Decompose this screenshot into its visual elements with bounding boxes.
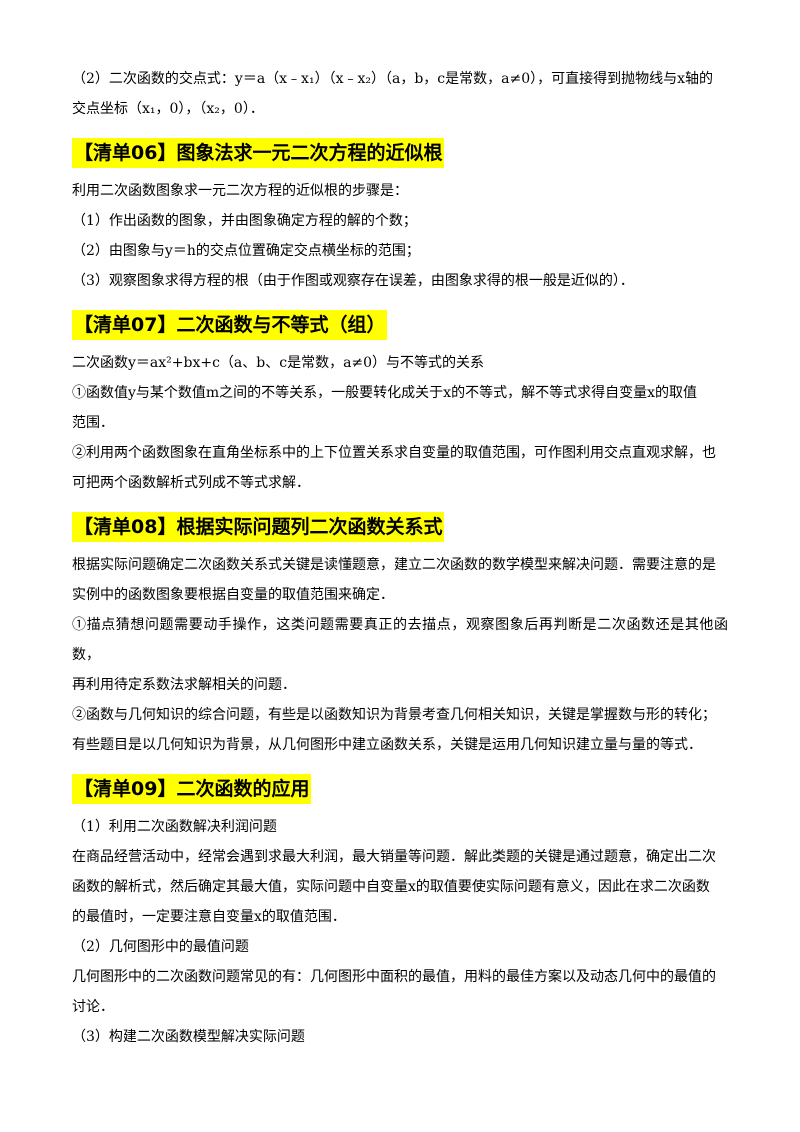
section-09: 【清单09】二次函数的应用 （1）利用二次函数解决利润问题 在商品经营活动中，经… bbox=[72, 760, 728, 1052]
section-06-line-1: 利用二次函数图象求一元二次方程的近似根的步骤是： bbox=[72, 183, 408, 199]
section-09-line-5: （2）几何图形中的最值问题 bbox=[72, 939, 249, 955]
section-07-line-2: ①函数值y与某个数值m之间的不等关系，一般要转化成关于x的不等式，解不等式求得自… bbox=[72, 385, 697, 401]
section-06-line-3: （2）由图象与y＝h的交点位置确定交点横坐标的范围； bbox=[72, 243, 420, 259]
section-09-line-7: 讨论． bbox=[72, 999, 114, 1015]
section-06-heading: 【清单06】图象法求一元二次方程的近似根 bbox=[72, 138, 445, 168]
section-09-line-6: 几何图形中的二次函数问题常见的有：几何图形中面积的最值，用料的最佳方案以及动态几… bbox=[72, 969, 716, 985]
section-07: 【清单07】二次函数与不等式（组） 二次函数y＝ax²+bx+c（a、b、c是常… bbox=[72, 296, 728, 498]
intersect-form-line-2: 交点坐标（x₁，0），（x₂，0）． bbox=[72, 101, 264, 117]
section-08-line-2: 实例中的函数图象要根据自变量的取值范围来确定． bbox=[72, 587, 394, 603]
section-09-heading: 【清单09】二次函数的应用 bbox=[72, 774, 312, 804]
section-07-line-5: 可把两个函数解析式列成不等式求解． bbox=[72, 475, 310, 491]
section-06-line-2: （1）作出函数的图象，并由图象确定方程的解的个数； bbox=[72, 213, 417, 229]
intersect-form-line-1: （2）二次函数的交点式：y＝a（x﹣x₁）（x﹣x₂）（a，b，c是常数，a≠0… bbox=[72, 71, 713, 87]
section-08-line-1: 根据实际问题确定二次函数关系式关键是读懂题意，建立二次函数的数学模型来解决问题．… bbox=[72, 557, 716, 573]
section-07-line-1: 二次函数y＝ax²+bx+c（a、b、c是常数，a≠0）与不等式的关系 bbox=[72, 355, 485, 371]
section-09-line-1: （1）利用二次函数解决利润问题 bbox=[72, 819, 277, 835]
section-09-line-8: （3）构建二次函数模型解决实际问题 bbox=[72, 1029, 305, 1045]
section-09-line-2: 在商品经营活动中，经常会遇到求最大利润，最大销量等问题．解此类题的关键是通过题意… bbox=[72, 849, 716, 865]
section-07-line-3: 范围． bbox=[72, 415, 114, 431]
section-08-line-5: ②函数与几何知识的综合问题，有些是以函数知识为背景考查几何相关知识，关键是掌握数… bbox=[72, 707, 716, 723]
section-09-line-4: 的最值时，一定要注意自变量x的取值范围． bbox=[72, 909, 346, 925]
section-09-line-3: 函数的解析式，然后确定其最大值，实际问题中自变量x的取值要使实际问题有意义，因此… bbox=[72, 879, 710, 895]
section-08-line-4: 再利用待定系数法求解相关的问题． bbox=[72, 677, 296, 693]
section-07-line-4: ②利用两个函数图象在直角坐标系中的上下位置关系求自变量的取值范围，可作图利用交点… bbox=[72, 445, 716, 461]
section-08-line-3: ①描点猜想问题需要动手操作，这类问题需要真正的去描点，观察图象后再判断是二次函数… bbox=[72, 617, 728, 663]
section-06: 【清单06】图象法求一元二次方程的近似根 利用二次函数图象求一元二次方程的近似根… bbox=[72, 124, 728, 296]
section-07-heading: 【清单07】二次函数与不等式（组） bbox=[72, 310, 388, 340]
section-08-line-6: 有些题目是以几何知识为背景，从几何图形中建立函数关系，关键是运用几何知识建立量与… bbox=[72, 737, 702, 753]
intersect-form-section: （2）二次函数的交点式：y＝a（x﹣x₁）（x﹣x₂）（a，b，c是常数，a≠0… bbox=[72, 64, 728, 124]
section-08-heading: 【清单08】根据实际问题列二次函数关系式 bbox=[72, 512, 445, 542]
section-06-line-4: （3）观察图象求得方程的根（由于作图或观察存在误差，由图象求得的根一般是近似的）… bbox=[72, 273, 634, 289]
section-08: 【清单08】根据实际问题列二次函数关系式 根据实际问题确定二次函数关系式关键是读… bbox=[72, 498, 728, 760]
